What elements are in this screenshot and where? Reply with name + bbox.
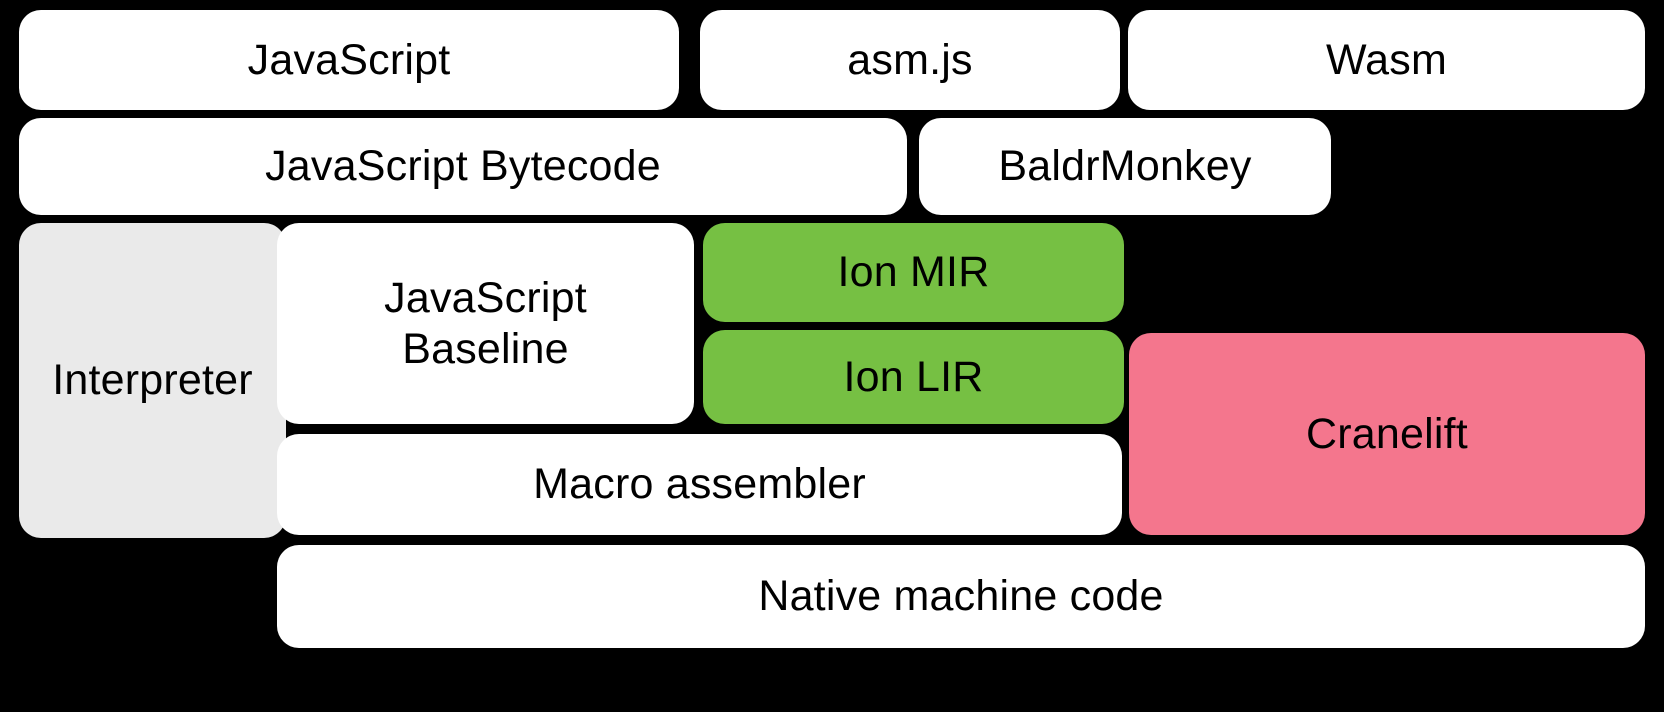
node-wasm[interactable]: Wasm bbox=[1128, 10, 1645, 110]
node-interpreter[interactable]: Interpreter bbox=[19, 223, 286, 538]
node-ion-mir[interactable]: Ion MIR bbox=[703, 223, 1124, 322]
node-native-machine-code[interactable]: Native machine code bbox=[277, 545, 1645, 648]
node-baldrmonkey[interactable]: BaldrMonkey bbox=[919, 118, 1331, 215]
node-javascript[interactable]: JavaScript bbox=[19, 10, 679, 110]
node-ion-lir[interactable]: Ion LIR bbox=[703, 330, 1124, 424]
node-javascript-baseline[interactable]: JavaScript Baseline bbox=[277, 223, 694, 424]
node-asm-js[interactable]: asm.js bbox=[700, 10, 1120, 110]
node-macro-assembler[interactable]: Macro assembler bbox=[277, 434, 1122, 535]
node-javascript-bytecode[interactable]: JavaScript Bytecode bbox=[19, 118, 907, 215]
node-cranelift[interactable]: Cranelift bbox=[1129, 333, 1645, 535]
